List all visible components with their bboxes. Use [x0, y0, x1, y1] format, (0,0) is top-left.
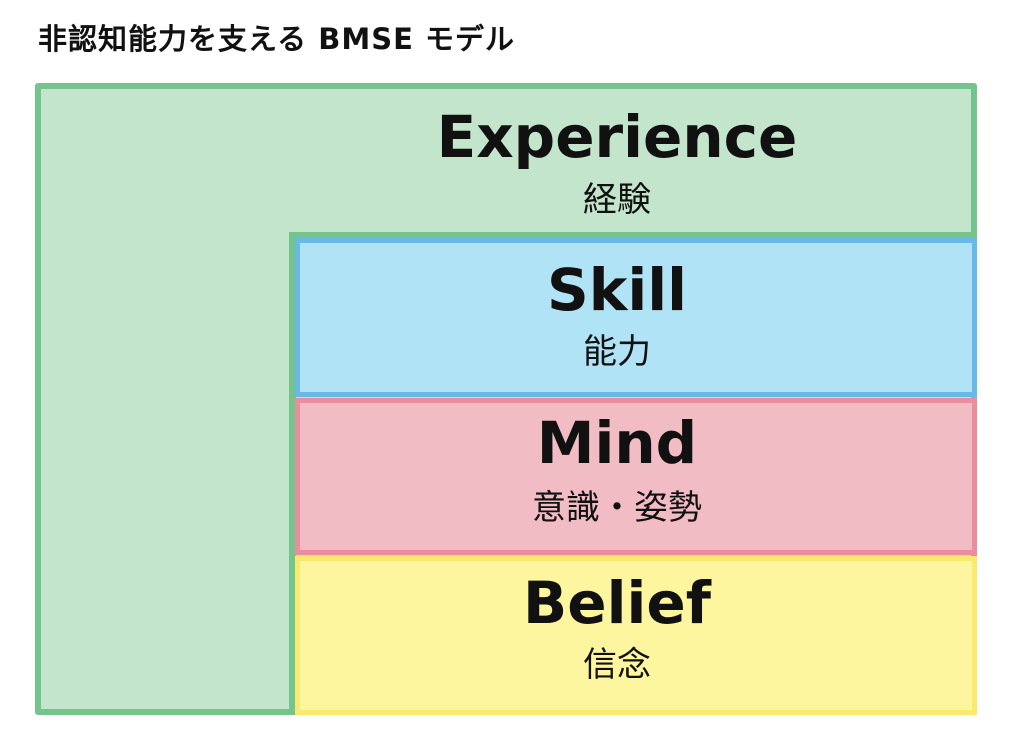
diagram-title: 非認知能力を支える BMSE モデル — [38, 22, 515, 56]
experience-label-ja: 経験 — [583, 180, 651, 220]
mind-label-ja: 意識・姿勢 — [532, 488, 702, 528]
mind-layer — [295, 398, 977, 555]
belief-label-ja: 信念 — [583, 645, 651, 685]
belief-label: Belief — [523, 569, 711, 637]
skill-layer — [295, 238, 977, 397]
experience-layer-inner-edge — [289, 232, 977, 715]
experience-label: Experience — [436, 103, 798, 171]
belief-layer — [295, 556, 977, 715]
skill-label-ja: 能力 — [583, 332, 651, 372]
skill-label: Skill — [547, 256, 687, 324]
mind-label: Mind — [536, 409, 698, 477]
